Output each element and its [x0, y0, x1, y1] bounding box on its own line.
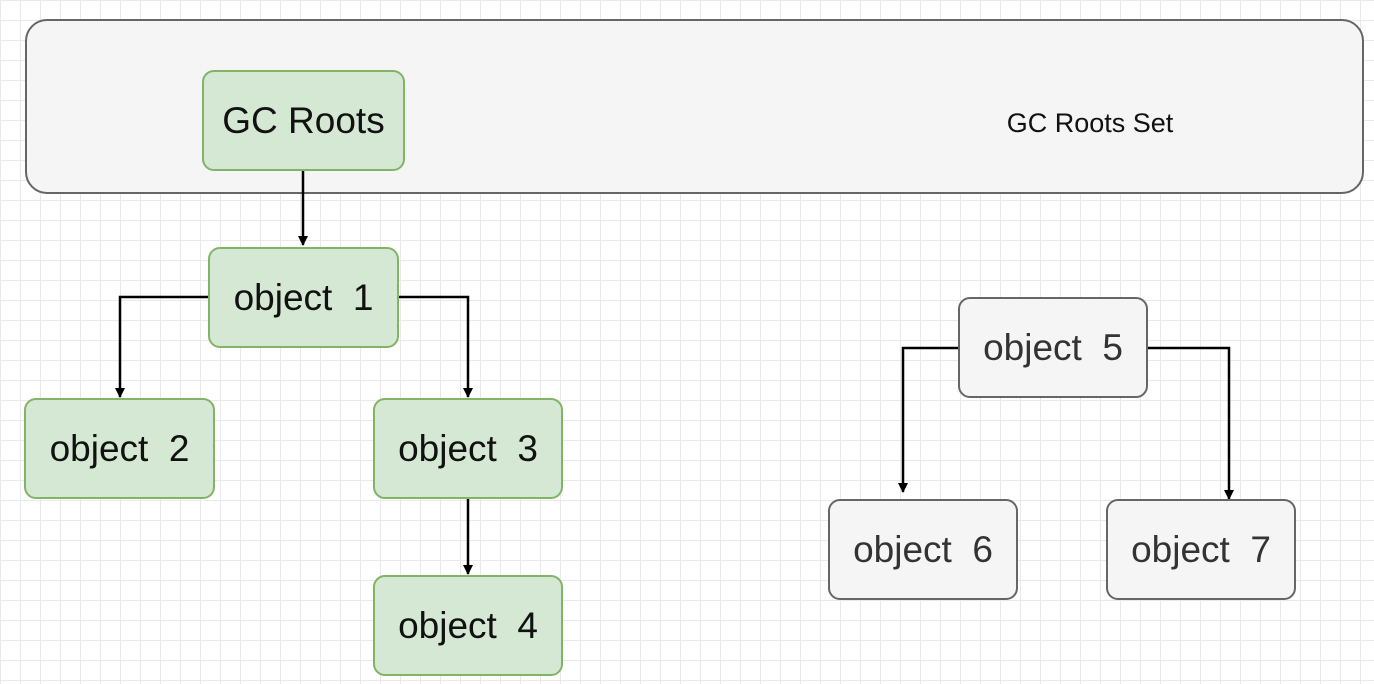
edge-object1-object2: [115, 295, 209, 398]
node-object-2[interactable]: object 2: [24, 398, 215, 499]
node-gc-roots[interactable]: GC Roots: [202, 70, 405, 171]
node-object-7[interactable]: object 7: [1106, 499, 1296, 600]
node-object-4[interactable]: object 4: [373, 575, 563, 676]
edge-object5-object6: [898, 346, 958, 493]
gc-roots-set-label: GC Roots Set: [1006, 108, 1174, 138]
edge-object5-object7: [1148, 346, 1234, 500]
node-object-3[interactable]: object 3: [373, 398, 563, 499]
node-object-1[interactable]: object 1: [208, 247, 399, 348]
node-object-5[interactable]: object 5: [958, 297, 1148, 398]
node-object-6[interactable]: object 6: [828, 499, 1018, 600]
edge-object1-object3: [399, 295, 473, 398]
